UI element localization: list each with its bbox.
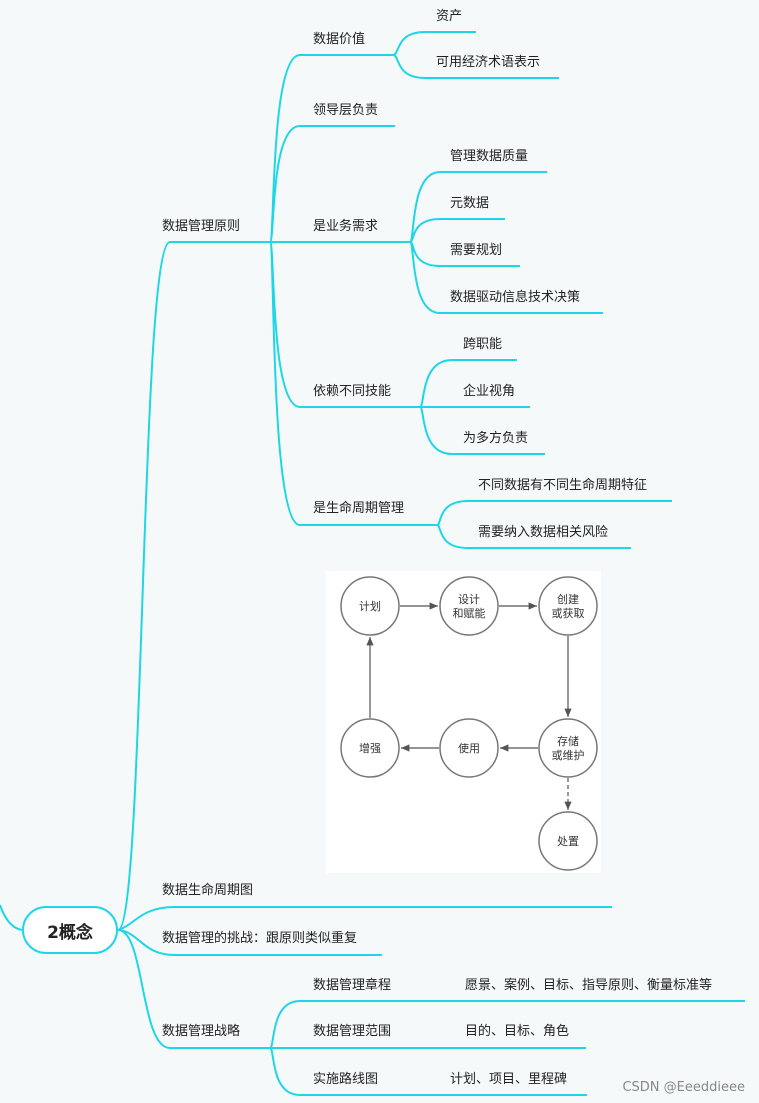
- link-strategy: [117, 929, 270, 1049]
- topic-strategy[interactable]: 数据管理战略: [162, 1024, 241, 1039]
- lifecycle-node-dispose: [538, 811, 598, 871]
- link-challenge: [117, 929, 382, 956]
- link-skills-2: [419, 406, 545, 455]
- leaf-lifecycle-risk[interactable]: 需要纳入数据相关风险: [478, 525, 609, 540]
- lifecycle-node-plan: [340, 576, 400, 636]
- lifecycle-node-store: [538, 718, 598, 778]
- link-lifecycle-chart: [117, 906, 612, 931]
- link-lifecycle: [269, 241, 437, 526]
- link-leadership: [269, 125, 395, 243]
- topic-scope[interactable]: 数据管理范围: [313, 1024, 392, 1039]
- leaf-charter-detail[interactable]: 愿景、案例、目标、指导原则、衡量标准等: [465, 978, 713, 993]
- lifecycle-label-enhance: 增强: [359, 741, 381, 755]
- topic-challenge[interactable]: 数据管理的挑战：跟原则类似重复: [162, 931, 358, 946]
- link-value-1: [392, 54, 559, 79]
- link-value: [269, 54, 393, 243]
- lifecycle-label-dispose: 处置: [557, 835, 579, 848]
- topic-charter[interactable]: 数据管理章程: [313, 978, 392, 993]
- leaf-skills-enterprise[interactable]: 企业视角: [463, 384, 516, 399]
- link-business-3: [409, 241, 603, 314]
- lifecycle-label-create-1: 创建: [557, 592, 579, 606]
- leaf-business-metadata[interactable]: 元数据: [450, 196, 490, 211]
- link-skills-0: [419, 359, 517, 408]
- leaf-value-economic[interactable]: 可用经济术语表示: [436, 55, 541, 70]
- leaf-roadmap-detail[interactable]: 计划、项目、里程碑: [450, 1072, 568, 1087]
- lifecycle-label-store-1: 存储: [557, 734, 579, 748]
- topic-lifecycle[interactable]: 是生命周期管理: [313, 501, 405, 516]
- topic-business[interactable]: 是业务需求: [313, 219, 379, 234]
- lifecycle-node-create: [538, 576, 598, 636]
- link-value-0: [392, 31, 476, 56]
- link-skills: [269, 241, 420, 408]
- link-lifecycle-1: [436, 524, 631, 549]
- topic-principles[interactable]: 数据管理原则: [162, 219, 241, 234]
- lifecycle-label-design-2: 和赋能: [453, 606, 486, 620]
- lifecycle-node-design: [439, 576, 499, 636]
- link-business-1: [409, 218, 505, 243]
- lifecycle-label-use: 使用: [458, 742, 480, 755]
- link-roadmap: [269, 1047, 587, 1096]
- leaf-lifecycle-traits[interactable]: 不同数据有不同生命周期特征: [478, 478, 648, 493]
- lifecycle-label-design-1: 设计: [458, 593, 480, 606]
- leaf-business-planning[interactable]: 需要规划: [450, 243, 503, 258]
- topic-leadership[interactable]: 领导层负责: [313, 103, 379, 118]
- topic-value[interactable]: 数据价值: [313, 32, 366, 47]
- leaf-business-quality[interactable]: 管理数据质量: [450, 149, 529, 164]
- lifecycle-node-enhance: [340, 718, 400, 778]
- lifecycle-node-use: [439, 718, 499, 778]
- link-lifecycle-0: [436, 500, 672, 526]
- leaf-value-asset[interactable]: 资产: [436, 9, 463, 24]
- watermark: CSDN @Eeeddieee: [622, 1080, 745, 1095]
- lifecycle-diagram-image: 计划 设计 和赋能 创建 或获取 存储 或维护 使用 增强 处置: [326, 571, 601, 873]
- leaf-skills-parties[interactable]: 为多方负责: [463, 431, 529, 446]
- lifecycle-label-create-2: 或获取: [552, 607, 585, 620]
- link-charter: [269, 1000, 745, 1049]
- leaf-business-it[interactable]: 数据驱动信息技术决策: [450, 290, 581, 305]
- leaf-scope-detail[interactable]: 目的、目标、角色: [465, 1024, 570, 1039]
- lifecycle-label-plan: 计划: [359, 600, 381, 613]
- topic-roadmap[interactable]: 实施路线图: [313, 1072, 379, 1087]
- root-topic[interactable]: 2概念: [22, 906, 118, 954]
- topic-lifecycle-chart[interactable]: 数据生命周期图: [162, 883, 254, 898]
- lifecycle-label-store-2: 或维护: [552, 748, 585, 762]
- leaf-skills-cross[interactable]: 跨职能: [463, 337, 503, 352]
- root-left-link: [0, 904, 23, 931]
- topic-skills[interactable]: 依赖不同技能: [313, 384, 392, 399]
- link-principles: [117, 241, 285, 931]
